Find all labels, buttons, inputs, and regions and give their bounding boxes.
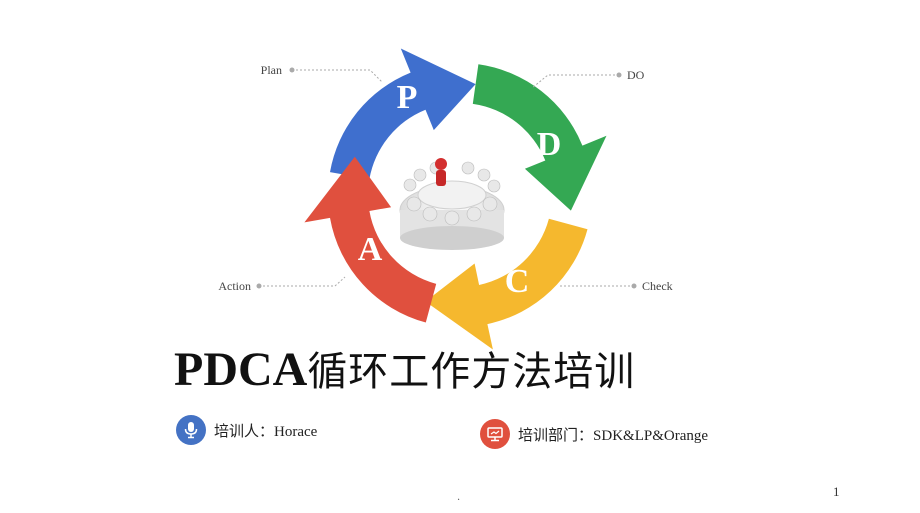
department-label: 培训部门： [518, 425, 594, 444]
page-number: 1 [833, 484, 840, 499]
leader-lines [259, 69, 634, 287]
do-label: DO [627, 68, 645, 82]
leader-figure [435, 158, 447, 186]
check-label: Check [642, 279, 673, 293]
microphone-icon [176, 415, 206, 445]
action-label: Action [218, 279, 251, 293]
trainer-info: 培训人：Horace [176, 414, 317, 446]
do-leader-dot [616, 72, 622, 78]
team-meeting-illustration [399, 158, 505, 250]
plan-leader-dot [289, 67, 295, 73]
check-arrow-segment [425, 218, 588, 350]
presentation-screen-icon [480, 419, 510, 449]
department-info: 培训部门：SDK&LP&Orange [480, 418, 708, 450]
trainer-value: Horace [274, 423, 318, 440]
title-latin: PDCA [174, 343, 308, 396]
trainer-text: 培训人：Horace [214, 420, 317, 441]
letter-c: C [505, 263, 530, 300]
letter-p: P [397, 79, 418, 116]
plan-arrow-segment [330, 48, 476, 179]
check-leader-dot [631, 283, 637, 289]
letter-a: A [358, 231, 383, 268]
plan-label: Plan [261, 63, 282, 77]
trainer-label: 培训人： [214, 421, 275, 440]
title-cjk: 循环工作方法培训 [307, 349, 636, 395]
letter-d: D [537, 126, 562, 163]
action-leader-dot [256, 283, 262, 289]
footer-dot: . [457, 492, 461, 503]
action-arrow-segment [304, 156, 437, 323]
department-text: 培训部门：SDK&LP&Orange [518, 424, 708, 445]
page-title: PDCA循环工作方法培训 [174, 340, 635, 398]
do-arrow-segment [472, 64, 607, 211]
department-value: SDK&LP&Orange [593, 427, 709, 444]
